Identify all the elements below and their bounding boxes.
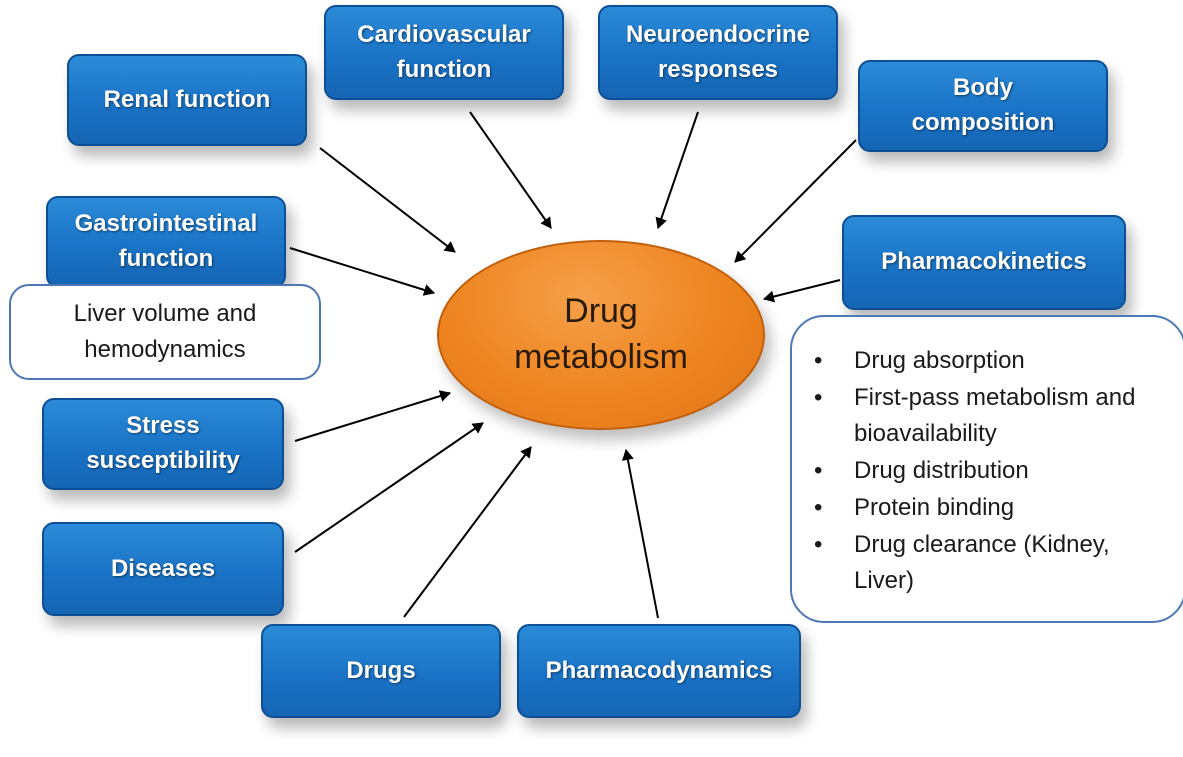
pk-detail-list: • Drug absorption • First-pass metabolism …	[814, 343, 1174, 599]
factor-label: Renal function	[103, 85, 271, 113]
factor-box-diseases: Diseases	[42, 522, 284, 616]
pk-detail-item: • Drug absorption	[814, 343, 1174, 379]
pk-detail-item: • Drug clearance (Kidney, Liver)	[814, 527, 1174, 599]
factor-label: Drugs	[346, 656, 416, 684]
arrow-body	[734, 139, 857, 263]
arrow-pd	[621, 449, 659, 619]
factor-box-renal: Renal function	[67, 54, 307, 146]
bullet-icon: •	[814, 384, 823, 411]
arrow-stress	[294, 390, 451, 442]
factor-label: Diseases	[110, 554, 216, 582]
factor-box-body-composition: Body composition	[858, 60, 1108, 152]
bullet-icon: •	[814, 494, 823, 521]
factor-box-stress: Stress susceptibility	[42, 398, 284, 490]
pk-detail-text: Drug absorption	[854, 347, 1025, 374]
arrow-pk	[763, 279, 841, 303]
pk-detail-item: • Drug distribution	[814, 453, 1174, 489]
bullet-icon: •	[814, 347, 823, 374]
arrow-diseases	[294, 422, 484, 553]
pk-detail-text: Protein binding	[854, 494, 1015, 521]
factor-box-gastrointestinal: Gastrointestinal function	[46, 196, 286, 288]
center-node-drug-metabolism: Drug metabolism	[437, 240, 765, 430]
factor-label: Body composition	[911, 74, 1055, 136]
liver-volume-box: Liver volume and hemodynamics	[9, 284, 321, 380]
factor-box-drugs: Drugs	[261, 624, 501, 718]
factor-label: Cardiovascular function	[357, 20, 531, 83]
bullet-icon: •	[814, 457, 823, 484]
pk-detail-text: Drug clearance (Kidney, Liver)	[854, 531, 1110, 594]
liver-label: Liver volume and hemodynamics	[73, 300, 257, 363]
pk-detail-item: • First-pass metabolism and bioavailabili…	[814, 380, 1174, 452]
pk-detail-item: • Protein binding	[814, 490, 1174, 526]
pharmacokinetics-details-box: • Drug absorption • First-pass metabolism …	[790, 315, 1183, 623]
arrow-renal	[319, 147, 456, 253]
factor-label: Neuroendocrine responses	[625, 20, 811, 83]
factor-label: Gastrointestinal function	[74, 210, 258, 272]
pk-detail-text: First-pass metabolism and bioavailabilit…	[854, 384, 1136, 447]
arrow-cardio	[469, 111, 552, 229]
factor-label: Stress susceptibility	[86, 412, 240, 474]
arrow-drugs	[403, 446, 532, 618]
factor-box-neuroendocrine: Neuroendocrine responses	[598, 5, 838, 100]
bullet-icon: •	[814, 531, 823, 558]
arrow-gi	[289, 247, 435, 296]
arrow-neuro	[655, 111, 699, 229]
pk-detail-text: Drug distribution	[854, 457, 1029, 484]
factor-box-pharmacokinetics: Pharmacokinetics	[842, 215, 1126, 310]
factor-box-cardiovascular: Cardiovascular function	[324, 5, 564, 100]
factor-label: Pharmacokinetics	[881, 248, 1087, 276]
factor-label: Pharmacodynamics	[545, 656, 773, 684]
factor-box-pharmacodynamics: Pharmacodynamics	[517, 624, 801, 718]
center-label: Drug metabolism	[514, 292, 688, 376]
